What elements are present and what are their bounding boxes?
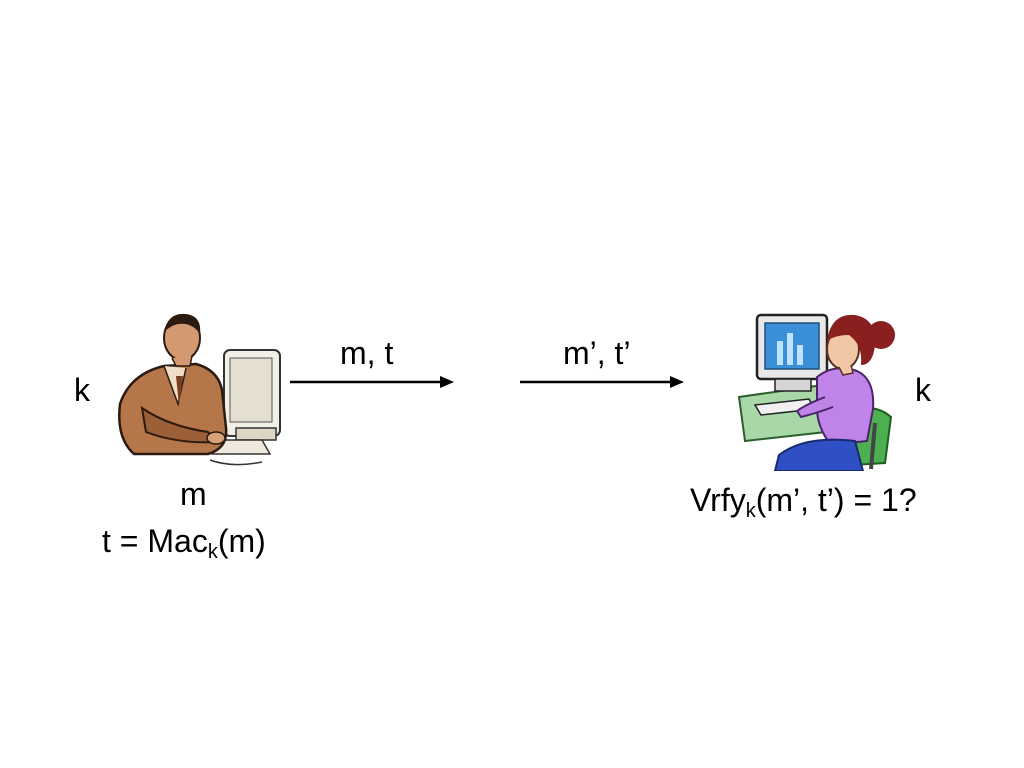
vrfy-suffix: (m’, t’) = 1? xyxy=(755,482,917,518)
right-arrow-icon xyxy=(520,376,684,388)
mac-prefix: t = Mac xyxy=(102,523,208,559)
right-arrow-icon xyxy=(290,376,454,388)
man-at-computer-icon xyxy=(118,313,281,466)
receiver-key-label: k xyxy=(915,372,931,408)
mac-suffix: (m) xyxy=(217,523,266,559)
received-message-tag-label: m’, t’ xyxy=(563,335,631,371)
woman-at-computer-icon xyxy=(737,313,895,471)
sent-message-tag-label: m, t xyxy=(340,335,394,371)
sender-message-label: m xyxy=(180,476,207,512)
vrfy-equation: Vrfyk(m’, t’) = 1? xyxy=(690,482,917,521)
vrfy-subscript: k xyxy=(745,500,756,522)
mac-equation: t = Mack(m) xyxy=(102,523,266,562)
vrfy-prefix: Vrfy xyxy=(690,482,746,518)
mac-subscript: k xyxy=(207,541,218,563)
sender-key-label: k xyxy=(74,372,90,408)
